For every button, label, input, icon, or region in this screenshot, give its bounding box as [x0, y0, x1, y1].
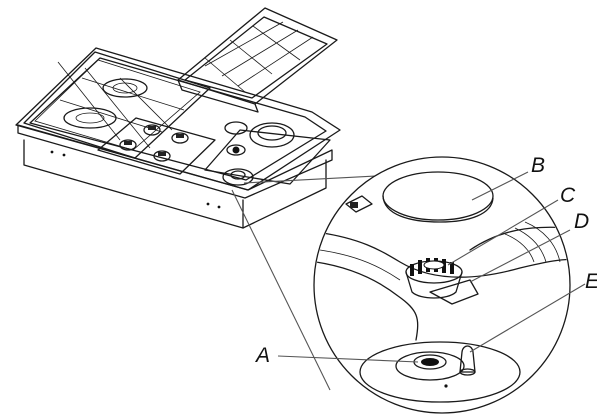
screw-dot	[217, 205, 221, 209]
control-knob	[171, 132, 189, 144]
left-grate	[23, 51, 211, 159]
screw-dot	[50, 150, 54, 154]
screw-dot	[206, 202, 210, 206]
control-panel	[97, 117, 216, 175]
callout-b: B	[531, 154, 545, 177]
control-knob	[143, 124, 161, 136]
callout-a: A	[254, 344, 270, 367]
control-knob	[119, 139, 137, 151]
right-burners	[204, 121, 331, 186]
callout-e: E	[585, 270, 597, 293]
detail-circle	[313, 156, 571, 414]
screw-dot	[62, 153, 66, 157]
control-knob	[153, 150, 171, 162]
raised-grate	[177, 7, 338, 113]
callout-d: D	[574, 210, 589, 233]
magnified-detail	[313, 156, 571, 414]
leader-lines	[277, 171, 586, 363]
callout-c: C	[560, 184, 576, 207]
